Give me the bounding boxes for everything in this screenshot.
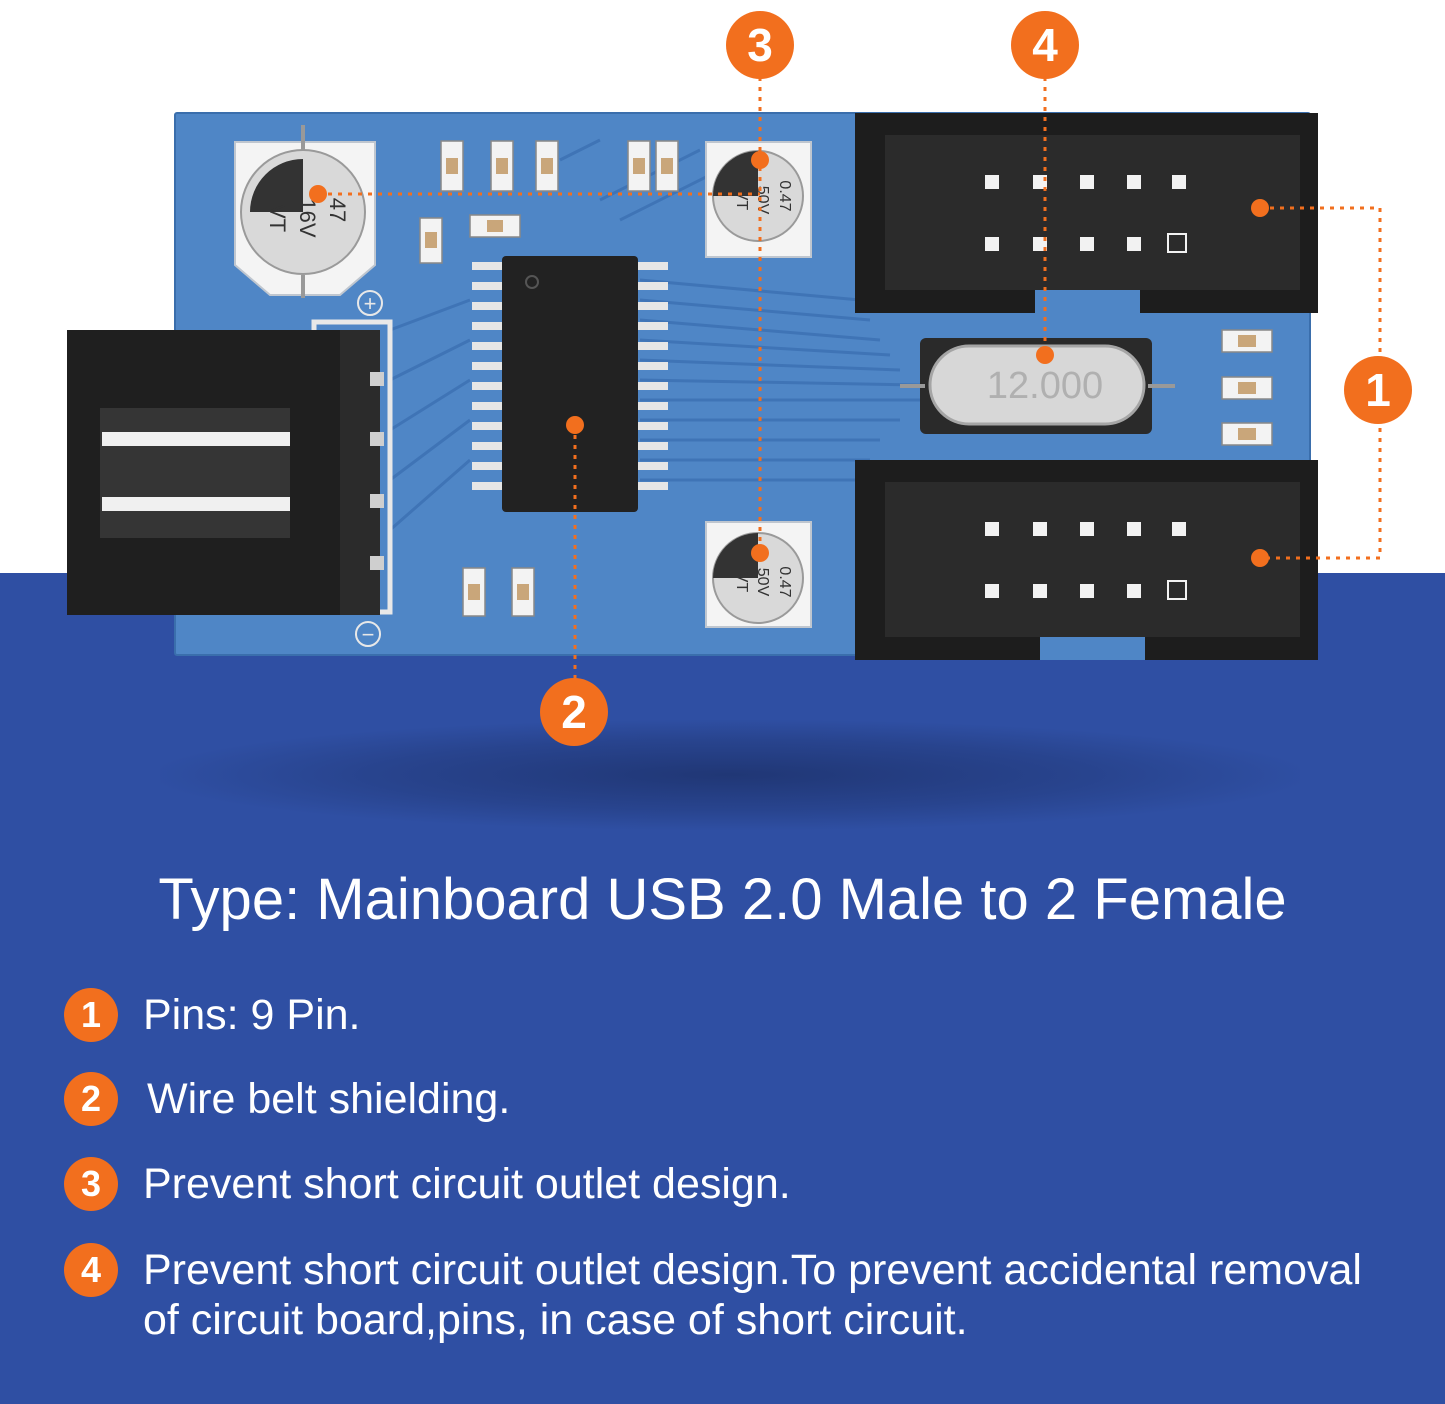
cap-small-bottom-line-3: VT xyxy=(733,572,750,593)
callout-number-1: 1 xyxy=(1365,364,1391,416)
crystal-label: 12.000 xyxy=(987,365,1103,407)
cap-small-top-line-1: 0.47 xyxy=(776,180,793,211)
cap-small-top-line-3: VT xyxy=(733,190,750,211)
feature-text-2: Wire belt shielding. xyxy=(147,1075,511,1123)
callout-badge-1: 1 xyxy=(1344,356,1412,424)
female-header-top xyxy=(855,113,1318,313)
cap-small-bottom-line-2: 50V xyxy=(754,568,771,597)
callout-badge-3: 3 xyxy=(726,11,794,79)
cap-large-line-3: VT xyxy=(265,204,290,232)
smd-resistors xyxy=(419,140,1273,617)
feature-badge-1: 1 xyxy=(64,988,118,1042)
female-header-bottom xyxy=(855,460,1318,660)
bottom-background xyxy=(0,573,1445,1404)
callout-badge-4: 4 xyxy=(1011,11,1079,79)
power-connector: + − xyxy=(67,290,393,647)
feature-badge-4: 4 xyxy=(64,1243,118,1297)
callout-lines xyxy=(318,77,1382,685)
cap-small-bottom-line-1: 0.47 xyxy=(776,566,793,597)
crystal-oscillator: 12.000 xyxy=(900,338,1175,434)
large-capacitor: 47 16V VT xyxy=(234,125,376,298)
feature-text-4: Prevent short circuit outlet design.To p… xyxy=(143,1246,1362,1344)
feature-text-1: Pins: 9 Pin. xyxy=(143,991,361,1039)
feature-badge-2: 2 xyxy=(64,1072,118,1126)
callout-number-3: 3 xyxy=(747,19,773,71)
callout-dots xyxy=(309,151,1269,567)
callout-number-2: 2 xyxy=(561,686,587,738)
pcb-illustration: 47 16V VT 0.47 50V VT 0.47 50V VT xyxy=(67,11,1412,746)
feature-badge-3: 3 xyxy=(64,1157,118,1211)
feature-text-3: Prevent short circuit outlet design. xyxy=(143,1160,791,1208)
board-shadow xyxy=(160,720,1300,830)
cap-small-top-line-2: 50V xyxy=(754,186,771,215)
ic-chip xyxy=(472,256,668,512)
minus-sign: − xyxy=(362,622,375,647)
product-title: Type: Mainboard USB 2.0 Male to 2 Female xyxy=(158,867,1287,932)
cap-large-line-1: 47 xyxy=(325,198,350,222)
plus-sign: + xyxy=(364,291,377,316)
callout-number-4: 4 xyxy=(1032,19,1058,71)
callout-badge-2: 2 xyxy=(540,678,608,746)
cap-large-line-2: 16V xyxy=(295,198,320,237)
